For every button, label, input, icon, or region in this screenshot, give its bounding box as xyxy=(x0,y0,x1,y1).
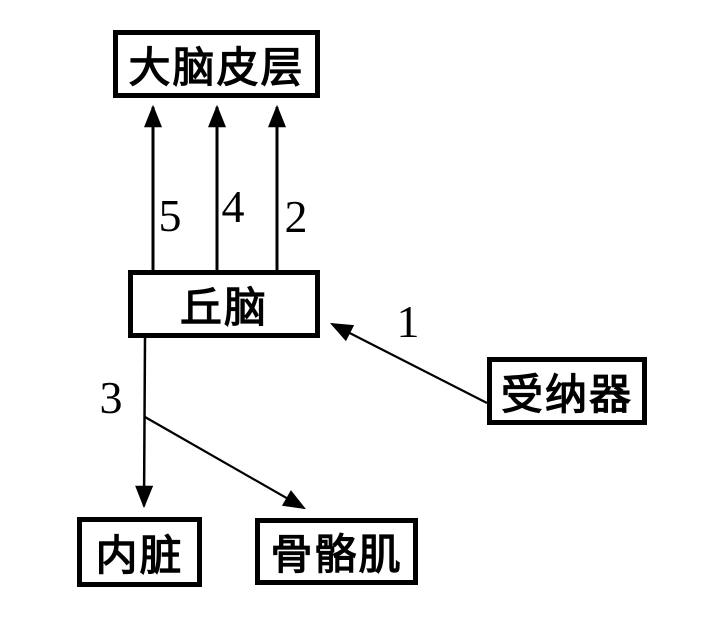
box-viscera: 内脏 xyxy=(77,517,202,587)
box-skeletal-muscle-label: 骨骼肌 xyxy=(270,530,403,579)
arrow-receptor-to-thalamus-1 xyxy=(329,322,488,404)
box-thalamus-label: 丘脑 xyxy=(179,282,268,332)
arrow-thalamus-to-viscera-3 xyxy=(135,337,154,509)
box-cerebral-cortex: 大脑皮层 xyxy=(113,30,320,98)
arrow-label-2: 2 xyxy=(284,191,308,242)
box-receptor: 受纳器 xyxy=(487,357,647,425)
box-skeletal-muscle: 骨骼肌 xyxy=(255,518,418,585)
box-thalamus: 丘脑 xyxy=(128,270,320,338)
arrow-label-5: 5 xyxy=(158,190,182,241)
arrow-label-1: 1 xyxy=(396,296,420,347)
box-receptor-label: 受纳器 xyxy=(500,369,633,419)
box-viscera-label: 内脏 xyxy=(95,530,184,580)
arrow-thalamus-to-skeletal-muscle xyxy=(144,416,306,510)
arrow-label-4: 4 xyxy=(221,181,245,232)
box-cerebral-cortex-label: 大脑皮层 xyxy=(128,42,305,92)
arrow-label-3: 3 xyxy=(99,372,123,423)
